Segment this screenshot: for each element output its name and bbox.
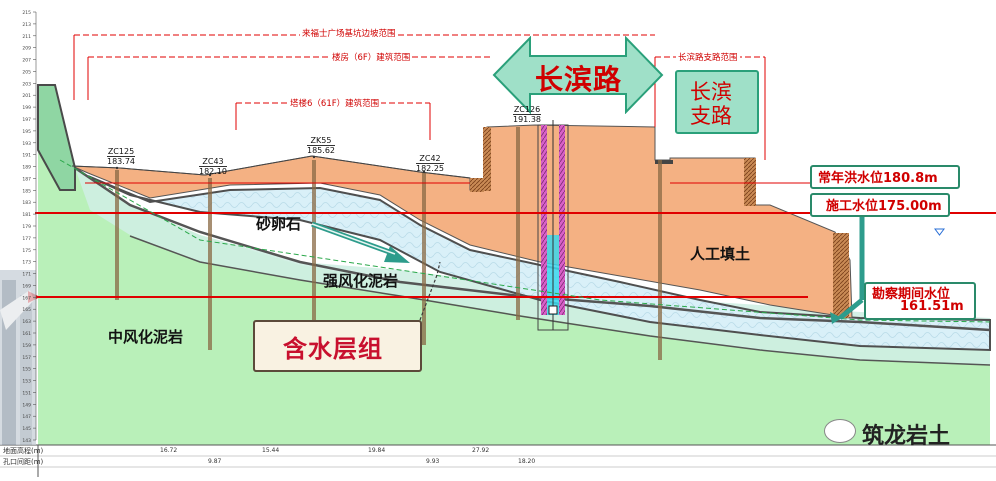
bottom-table bbox=[0, 444, 996, 477]
table-value-4: 19.84 bbox=[368, 447, 386, 454]
table-value-7: 18.20 bbox=[518, 458, 536, 465]
axis-tick-label: 209 bbox=[22, 46, 31, 52]
table-value-6: 27.92 bbox=[472, 447, 490, 454]
axis-tick-label: 149 bbox=[22, 402, 31, 408]
table-row-label-1: 地面高程(m) bbox=[3, 447, 44, 455]
construction-level-box bbox=[810, 193, 950, 217]
table-value-1: 16.72 bbox=[160, 447, 178, 454]
wechat-icon bbox=[824, 419, 856, 443]
axis-tick-label: 193 bbox=[22, 141, 31, 147]
axis-tick-label: 163 bbox=[22, 319, 31, 325]
strong-mudstone-label: 强风化泥岩 bbox=[323, 272, 399, 290]
medium-mudstone-label: 中风化泥岩 bbox=[108, 328, 184, 346]
axis-tick-label: 175 bbox=[22, 248, 31, 254]
axis-tick-label: 195 bbox=[22, 129, 31, 135]
axis-tick-label: 205 bbox=[22, 69, 31, 75]
axis-tick-label: 207 bbox=[22, 58, 31, 64]
axis-tick-label: 199 bbox=[22, 105, 31, 111]
aquifer-box bbox=[253, 320, 422, 372]
branch-road-label-1: 长滨 bbox=[690, 80, 732, 104]
axis-tick-label: 189 bbox=[22, 165, 31, 171]
main-road-banner bbox=[492, 36, 664, 114]
branch-road-banner bbox=[675, 70, 759, 134]
axis-tick-label: 183 bbox=[22, 200, 31, 206]
axis-tick-label: 173 bbox=[22, 260, 31, 266]
axis-tick-label: 145 bbox=[22, 426, 31, 432]
main-road-label: 长滨路 bbox=[535, 63, 623, 96]
axis-tick-label: 153 bbox=[22, 379, 31, 385]
flow-arrow bbox=[311, 221, 410, 263]
axis-tick-label: 179 bbox=[22, 224, 31, 230]
range-housing-label: 楼房（6F）建筑范围 bbox=[330, 51, 413, 63]
axis-tick-label: 155 bbox=[22, 367, 31, 373]
axis-tick-label: 187 bbox=[22, 176, 31, 182]
elevation-axis: 215 213 211 209 207 205 203 201 199 197 195 193 191 1… bbox=[22, 10, 37, 444]
axis-tick-label: 201 bbox=[22, 93, 31, 99]
range-plaza-label: 来福士广场基坑边坡范围 bbox=[300, 27, 398, 39]
branch-road-label-2: 支路 bbox=[690, 104, 732, 128]
table-value-3: 15.44 bbox=[262, 447, 280, 454]
axis-tick-label: 185 bbox=[22, 188, 31, 194]
axis-tick-label: 211 bbox=[22, 34, 31, 40]
axis-tick-label: 169 bbox=[22, 283, 31, 289]
axis-tick-label: 147 bbox=[22, 414, 31, 420]
table-value-2: 9.87 bbox=[208, 458, 222, 465]
flood-level-label: 常年洪水位180.8m bbox=[818, 171, 938, 186]
survey-level-label-2: 161.51m bbox=[900, 299, 964, 314]
survey-level-box bbox=[864, 282, 976, 320]
axis-tick-label: 203 bbox=[22, 81, 31, 87]
axis-tick-label: 143 bbox=[22, 438, 31, 444]
axis-tick-label: 157 bbox=[22, 355, 31, 361]
axis-tick-label: 151 bbox=[22, 390, 31, 396]
axis-tick-label: 191 bbox=[22, 153, 31, 159]
flood-level-box bbox=[810, 165, 960, 189]
range-branch-label: 长滨路支路范围 bbox=[676, 51, 740, 63]
watermark: 筑龙岩土 bbox=[862, 424, 951, 449]
building-photo bbox=[0, 270, 36, 445]
gravel-label: 砂卵石 bbox=[256, 215, 302, 233]
table-row-label-2: 孔口间距(m) bbox=[3, 458, 44, 466]
axis-tick-label: 177 bbox=[22, 236, 31, 242]
construction-level-label: 施工水位175.00m bbox=[826, 199, 942, 214]
range-tower-label: 塔楼6（61F）建筑范围 bbox=[288, 97, 382, 109]
fill-label: 人工填土 bbox=[690, 245, 751, 263]
axis-tick-label: 215 bbox=[22, 10, 31, 16]
borehole-zc126 bbox=[537, 120, 569, 331]
table-value-5: 9.93 bbox=[426, 458, 440, 465]
axis-tick-label: 213 bbox=[22, 22, 31, 28]
aquifer-label: 含水层组 bbox=[283, 335, 383, 363]
axis-tick-label: 181 bbox=[22, 212, 31, 218]
axis-tick-label: 161 bbox=[22, 331, 31, 337]
piles bbox=[115, 127, 662, 360]
axis-tick-label: 167 bbox=[22, 295, 31, 301]
axis-tick-label: 197 bbox=[22, 117, 31, 123]
axis-tick-label: 171 bbox=[22, 272, 31, 278]
survey-level-label-1: 勘察期间水位 bbox=[872, 287, 951, 302]
axis-tick-label: 159 bbox=[22, 343, 31, 349]
axis-tick-label: 165 bbox=[22, 307, 31, 313]
